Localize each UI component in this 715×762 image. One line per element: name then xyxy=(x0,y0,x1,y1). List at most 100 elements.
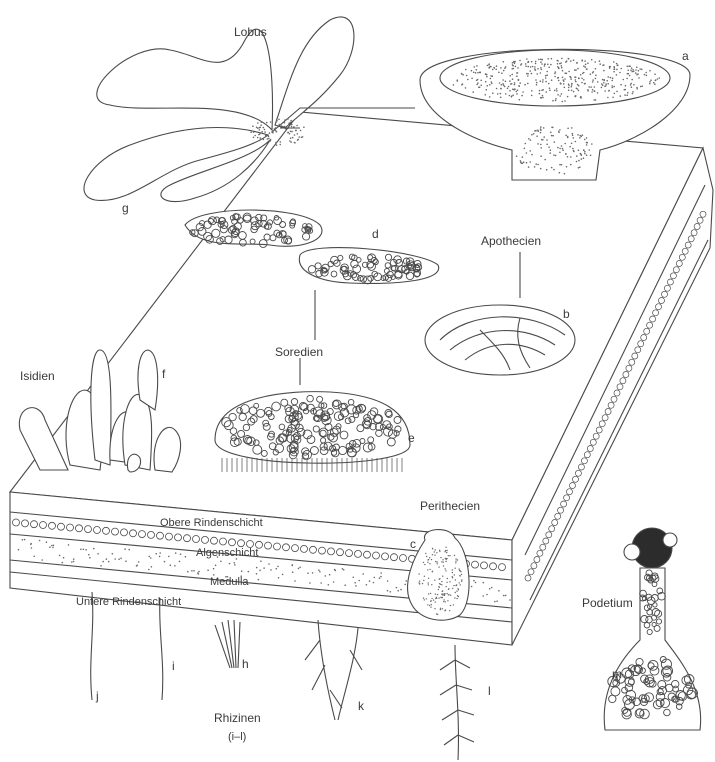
stipple-dot xyxy=(584,151,586,153)
stipple-dot xyxy=(581,60,583,62)
stipple-dot xyxy=(291,131,293,133)
apothecium-b xyxy=(425,305,575,375)
medulla-dot xyxy=(128,549,130,551)
stipple-dot xyxy=(514,82,516,84)
stipple-dot xyxy=(553,169,555,171)
stipple-dot xyxy=(532,66,534,68)
stipple-dot xyxy=(259,127,261,129)
stipple-dot xyxy=(597,81,599,83)
medulla-dot xyxy=(498,590,500,592)
stipple-dot xyxy=(583,157,585,159)
stipple-dot xyxy=(620,68,622,70)
stipple-dot xyxy=(452,576,453,577)
stipple-dot xyxy=(602,84,604,86)
stipple-dot xyxy=(585,64,587,66)
medulla-dot xyxy=(220,561,222,563)
stipple-dot xyxy=(546,169,548,171)
stipple-dot xyxy=(476,69,478,71)
stipple-dot xyxy=(575,81,577,83)
medulla-dot xyxy=(185,556,187,558)
stipple-dot xyxy=(440,597,441,598)
stipple-dot xyxy=(445,570,446,571)
stipple-dot xyxy=(571,86,573,88)
stipple-dot xyxy=(450,595,451,596)
stipple-dot xyxy=(297,133,299,135)
stipple-dot xyxy=(430,607,431,608)
stipple-dot xyxy=(636,74,638,76)
stipple-dot xyxy=(297,139,299,141)
stipple-dot xyxy=(428,582,429,583)
stipple-dot xyxy=(543,127,545,129)
stipple-dot xyxy=(259,129,261,131)
stipple-dot xyxy=(535,163,537,165)
stipple-dot xyxy=(442,597,443,598)
stipple-dot xyxy=(485,81,487,83)
stipple-dot xyxy=(565,153,567,155)
stipple-dot xyxy=(590,73,592,75)
stipple-dot xyxy=(452,588,453,589)
medulla-dot xyxy=(83,549,85,551)
stipple-dot xyxy=(454,597,455,598)
stipple-dot xyxy=(419,580,420,581)
stipple-dot xyxy=(267,138,269,140)
stipple-dot xyxy=(295,130,297,132)
medulla-dot xyxy=(59,555,61,557)
stipple-dot xyxy=(461,73,463,75)
stipple-dot xyxy=(616,91,618,93)
stipple-dot xyxy=(568,87,570,89)
medulla-dot xyxy=(299,567,301,569)
stipple-dot xyxy=(535,61,537,63)
stipple-dot xyxy=(450,605,451,606)
stipple-dot xyxy=(562,149,564,151)
stipple-dot xyxy=(276,144,278,146)
stipple-dot xyxy=(264,131,266,133)
stipple-dot xyxy=(446,550,447,551)
stipple-dot xyxy=(432,571,433,572)
stipple-dot xyxy=(474,66,476,68)
medulla-dot xyxy=(88,554,90,556)
stipple-dot xyxy=(289,140,291,142)
stipple-dot xyxy=(521,95,523,97)
stipple-dot xyxy=(455,562,456,563)
stipple-dot xyxy=(573,59,575,61)
stipple-dot xyxy=(445,558,446,559)
stipple-dot xyxy=(542,97,544,99)
stipple-dot xyxy=(556,90,558,92)
stipple-dot xyxy=(629,65,631,67)
stipple-dot xyxy=(546,144,548,146)
stipple-dot xyxy=(636,66,638,68)
stipple-dot xyxy=(578,150,580,152)
stipple-dot xyxy=(471,78,473,80)
stipple-dot xyxy=(496,65,498,67)
stipple-dot xyxy=(632,69,634,71)
medulla-dot xyxy=(328,584,330,586)
stipple-dot xyxy=(545,91,547,93)
label-e: e xyxy=(408,431,415,445)
stipple-dot xyxy=(508,86,510,88)
stipple-dot xyxy=(455,561,456,562)
stipple-dot xyxy=(453,84,455,86)
stipple-dot xyxy=(525,143,527,145)
stipple-dot xyxy=(540,147,542,149)
medulla-dot xyxy=(482,595,484,597)
stipple-dot xyxy=(430,593,431,594)
stipple-dot xyxy=(461,579,462,580)
stipple-dot xyxy=(301,137,303,139)
stipple-dot xyxy=(434,608,435,609)
stipple-dot xyxy=(592,81,594,83)
stipple-dot xyxy=(629,75,631,77)
stipple-dot xyxy=(491,81,493,83)
medulla-dot xyxy=(63,557,65,559)
medulla-dot xyxy=(136,565,138,567)
stipple-dot xyxy=(442,576,443,577)
medulla-dot xyxy=(374,577,376,579)
medulla-dot xyxy=(312,572,314,574)
stipple-dot xyxy=(270,139,272,141)
stipple-dot xyxy=(275,127,277,129)
stipple-dot xyxy=(257,122,259,124)
stipple-dot xyxy=(449,610,450,611)
stipple-dot xyxy=(294,134,296,136)
stipple-dot xyxy=(584,139,586,141)
stipple-dot xyxy=(431,584,432,585)
stipple-dot xyxy=(517,89,519,91)
